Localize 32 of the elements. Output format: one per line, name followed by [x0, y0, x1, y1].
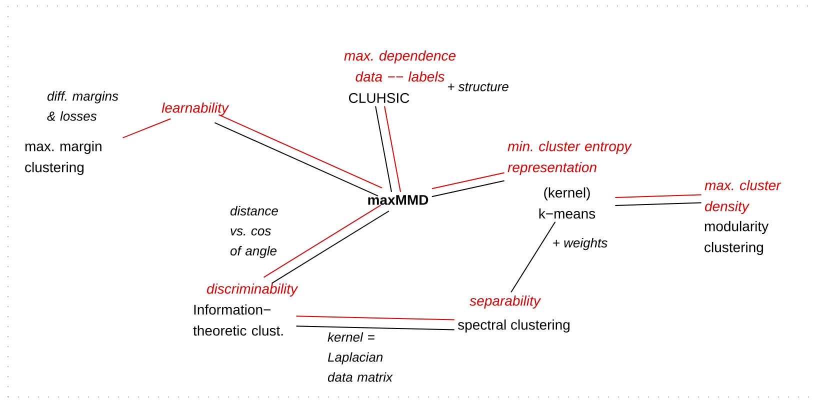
method-label: Information− theoretic clust.: [193, 304, 283, 336]
connector-line: [375, 106, 392, 192]
connector-line: [510, 221, 556, 293]
method-label: spectral clustering: [458, 319, 570, 333]
connector-line: [271, 210, 390, 284]
connector-line: [431, 172, 505, 190]
method-label: (kernel) k−means: [539, 187, 596, 219]
edge-label: diff. margins & losses: [47, 91, 118, 121]
method-label: max. margin clustering: [25, 140, 102, 176]
property-label: separability: [470, 295, 542, 309]
edge-label: distance vs. cos of angle: [230, 206, 278, 258]
connector-line: [263, 204, 382, 278]
connector-line: [614, 202, 702, 206]
property-label: max. cluster density: [704, 180, 782, 214]
method-label: CLUHSIC: [348, 93, 410, 103]
connector-line: [218, 114, 382, 188]
annotation: + structure: [448, 82, 508, 92]
property-label: max. dependence data −− labels: [344, 50, 456, 82]
connector-line: [214, 122, 378, 196]
edge-label: kernel = Laplacian data matrix: [328, 332, 393, 382]
connector-line: [614, 194, 702, 198]
method-label: modularity clustering: [704, 220, 769, 256]
connector-line: [296, 326, 455, 330]
property-label: discriminability: [206, 283, 298, 297]
connector-line: [122, 118, 172, 138]
connector-line: [384, 106, 401, 192]
method-label: maxMMD: [368, 195, 428, 205]
connector-line: [296, 316, 455, 320]
edge-label: + weights: [553, 238, 608, 250]
property-label: min. cluster entropy representation: [508, 140, 632, 176]
property-label: learnability: [162, 102, 230, 116]
connector-line: [431, 180, 505, 198]
